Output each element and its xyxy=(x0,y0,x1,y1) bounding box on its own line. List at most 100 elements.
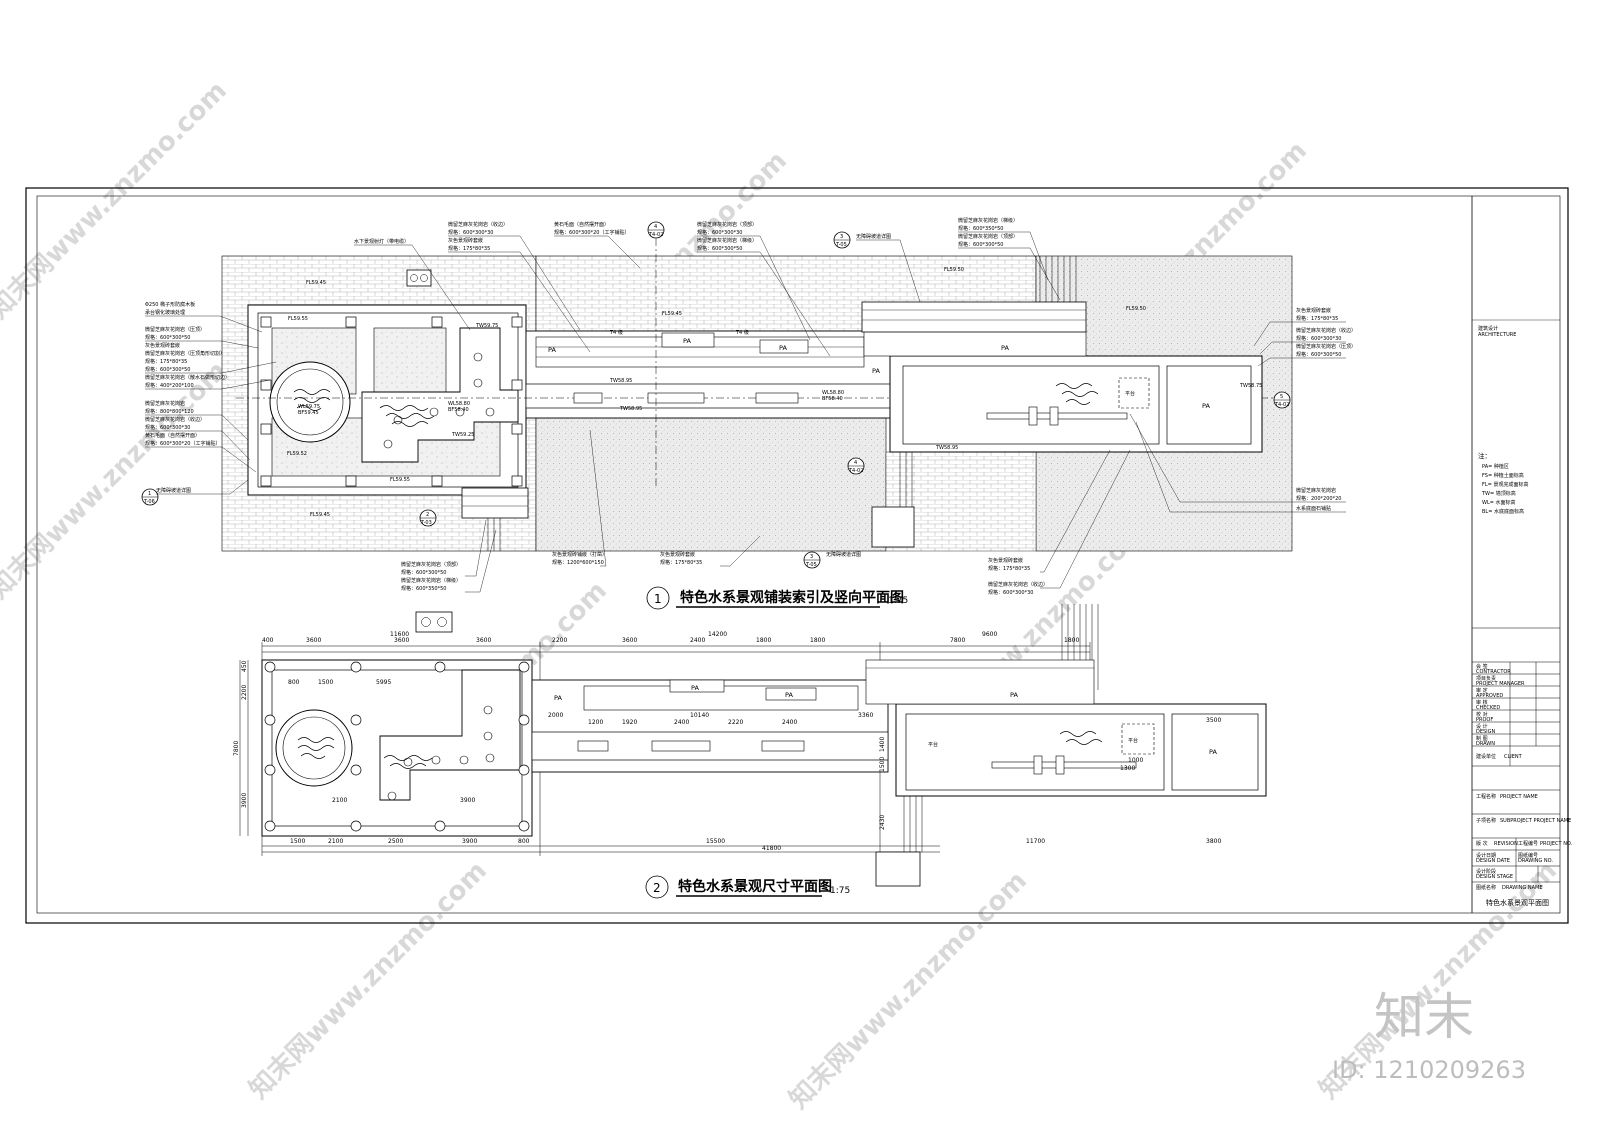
note-top-15: 微留芝麻灰花岗岩（顶部） xyxy=(958,233,1018,240)
dim-inner-15: 1000 xyxy=(1128,757,1143,764)
note-bottom-7: 灰色景观砖套嵌 xyxy=(660,551,695,558)
dim-inner-3: 5995 xyxy=(376,679,391,686)
dim-inner-12: 2100 xyxy=(332,797,347,804)
dim-bottom-3: 2500 xyxy=(388,838,403,845)
pa-label-4: PA xyxy=(1001,344,1010,352)
pa-label-3: PA xyxy=(779,344,788,352)
tb-row-5-en: PROOF xyxy=(1476,717,1493,723)
pa-2-label-1: PA xyxy=(554,694,563,702)
callout-top-ref: T4-02 xyxy=(648,232,663,238)
channel-2-stones xyxy=(577,740,805,752)
note-bottom-9: 无障碍坡道详图 xyxy=(826,551,861,558)
note-bottom-1: 微留芝麻灰花岗岩（顶部） xyxy=(401,561,461,568)
callout-left-num: 1 xyxy=(148,491,151,497)
bf-label-left: BF59.45 xyxy=(298,410,319,416)
note-left-6: 微留芝麻灰花岗岩（压顶角形切割） xyxy=(145,350,225,357)
step-label-2: T4 级 xyxy=(735,329,749,336)
dim-bottom-2: 2100 xyxy=(328,838,343,845)
pa-2-label-4: PA xyxy=(1010,691,1019,699)
id-watermark: ID: 1210209263 xyxy=(1332,1056,1526,1084)
note-top-7: 规格：600*300*20（工字铺贴） xyxy=(554,229,629,236)
dim-top-2: 3600 xyxy=(306,637,321,644)
note-top-2: 微留芝麻灰花岗岩（收边） xyxy=(448,221,508,228)
dim-inner-17: 1500 xyxy=(879,757,886,772)
tb-top-label: 建筑设计 xyxy=(1478,325,1498,332)
planting-right xyxy=(373,327,447,395)
dim-inner-6: 1920 xyxy=(622,719,637,726)
note-bottom-14: 无障碍坡道详图 xyxy=(156,487,191,494)
note-bottom-5: 灰色景观砖铺嵌（打凿） xyxy=(552,551,607,558)
sheet-inner-frame xyxy=(36,195,1561,914)
right-pool-2-water xyxy=(905,713,1165,791)
top-bench-step xyxy=(861,301,1087,333)
pa-2-label-5: PA xyxy=(1209,748,1218,756)
tb-row-1-cn: 会 签 xyxy=(1476,663,1488,670)
note-left-3: 微留芝麻灰花岗岩（压顶） xyxy=(145,326,205,333)
tb-version-en: REVISION xyxy=(1494,841,1518,847)
note-left-7: 规格：175*80*35 xyxy=(145,358,187,365)
tw-label-4: TW58.95 xyxy=(935,445,958,451)
fl-label-bottom-left: FL59.45 xyxy=(310,512,330,518)
tb-stage-en: DESIGN STAGE xyxy=(1476,874,1513,880)
dim-inner-18: 1400 xyxy=(879,737,886,752)
dims-inner: 800 1500 5995 2000 1200 1920 10140 2400 … xyxy=(288,679,1221,830)
dims-bottom: 1500 2100 2500 3900 800 15500 41800 1170… xyxy=(290,838,1221,852)
note-bottom-4: 规格：600*350*50 xyxy=(401,585,446,592)
tb-project-en: PROJECT NAME xyxy=(1500,794,1538,800)
water-stand xyxy=(1118,377,1150,409)
note-top-8: 微留芝麻灰花岗岩（顶部） xyxy=(697,221,757,228)
pa-box-1 xyxy=(661,332,715,348)
tb-client-en: CLIENT xyxy=(1504,754,1523,760)
pa-2-box-2 xyxy=(765,687,817,701)
dim-bottom-9: 3800 xyxy=(1206,838,1221,845)
note-bottom-11: 规格：175*80*35 xyxy=(988,565,1030,572)
callout-right-ref: T4-02 xyxy=(1274,402,1289,408)
lower-ramp-2 xyxy=(875,851,921,887)
tb-row-6-cn: 设 计 xyxy=(1476,723,1488,730)
tb-row-5-cn: 校 对 xyxy=(1476,711,1488,718)
section-callout-left: 1 T-06 xyxy=(141,488,159,506)
tb-date-en: DESIGN DATE xyxy=(1476,858,1510,864)
plan-2-title-text: 特色水系景观尺寸平面图 xyxy=(678,878,832,895)
plan-1-paving-index: PA PA PA PA PA PA 平台 FL59.45 FL59.50 FL5… xyxy=(141,217,1356,610)
legend-item-2: FS= 种植土面标高 xyxy=(1482,472,1524,479)
note-top-5: 规格：175*80*35 xyxy=(448,245,490,252)
dim-inner-19: 2430 xyxy=(879,815,886,830)
dim-inner-4: 2000 xyxy=(548,712,563,719)
tb-sheet-title: 特色水系景观平面图 xyxy=(1486,898,1549,907)
note-top-6: 黄石毛面（自然摆开面） xyxy=(554,221,609,228)
note-left-14: 规格：600*300*30 xyxy=(145,424,190,431)
dim-inner-8: 2400 xyxy=(674,719,689,726)
dims-left: 450 2200 7800 3900 xyxy=(233,660,248,808)
note-bottom-12: 微留芝麻灰花岗岩（收边） xyxy=(988,581,1048,588)
tw-label-3: TW58.95 xyxy=(619,406,642,412)
note-right-2: 规格：175*80*35 xyxy=(1296,315,1338,322)
callout-lower-num: 3 xyxy=(810,554,813,560)
plaza-bollards xyxy=(260,316,523,487)
plaza-2-bollards xyxy=(264,661,530,832)
dim-inner-11: 3360 xyxy=(858,712,873,719)
dim-inner-13: 3900 xyxy=(460,797,475,804)
dim-top-8: 14200 xyxy=(708,631,727,638)
plan-2-dimension-plan: PA PA PA PA PA 平台 平台 400 3600 11600 3600… xyxy=(233,604,1267,899)
callout-mid-ref: T4-02 xyxy=(848,468,863,474)
tb-drawing-name: 图纸名称 xyxy=(1476,884,1496,891)
fl-label-top-left: FL59.45 xyxy=(306,280,326,286)
plan-1-title: 1 特色水系景观铺装索引及竖向平面图 1:75 xyxy=(646,586,908,610)
note-right-9: 水系底面石铺贴 xyxy=(1296,505,1331,512)
note-bottom-6: 规格：1200*600*150 xyxy=(552,559,604,566)
callout-mid-num: 4 xyxy=(854,460,857,466)
section-callout-top: 4 T4-02 xyxy=(647,221,665,239)
water-stand-2 xyxy=(1121,723,1155,755)
wl-label-mid: WL58.80 xyxy=(448,401,470,407)
channel-stones xyxy=(573,392,799,404)
tw-label-6: TW59.25 xyxy=(451,432,474,438)
note-top-12: 无障碍坡道详图 xyxy=(856,233,891,240)
legend-item-4: TW= 墙顶标高 xyxy=(1481,490,1516,497)
tb-row-2-cn: 项目负责 xyxy=(1476,675,1496,682)
notes-left-group: Φ250 椭子形防腐木板 承台钢化玻璃处理 微留芝麻灰花岗岩（压顶） 规格：60… xyxy=(145,301,277,473)
pa-2-box-1 xyxy=(669,679,725,693)
dim-bottom-1: 1500 xyxy=(290,838,305,845)
note-right-3: 微留芝麻灰花岗岩（收边） xyxy=(1296,327,1356,334)
dim-inner-7: 10140 xyxy=(690,712,709,719)
